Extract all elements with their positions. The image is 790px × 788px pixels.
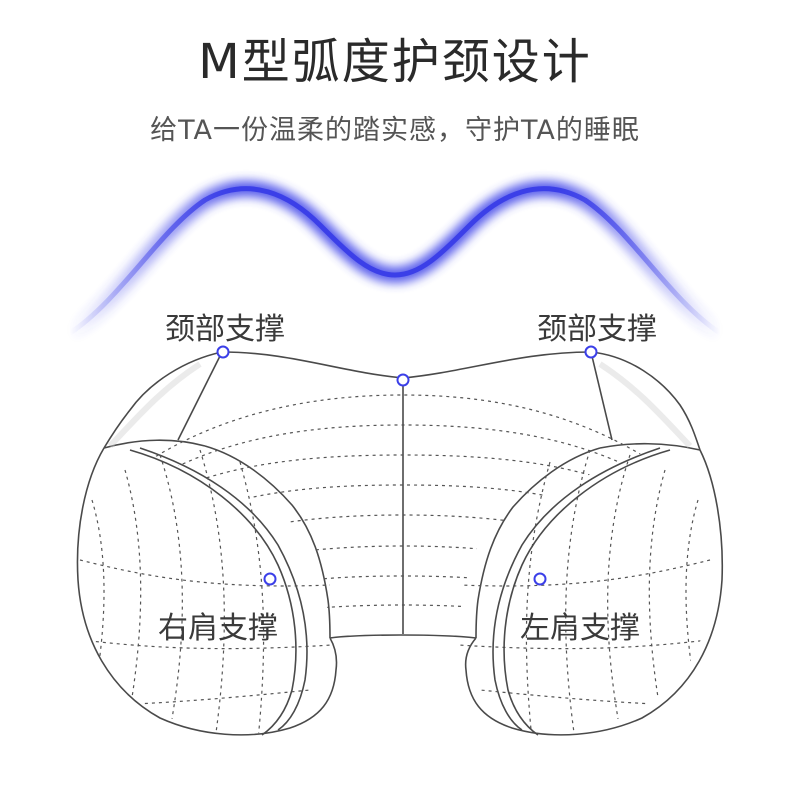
marker-shoulder-left	[533, 572, 547, 586]
page-title: M型弧度护颈设计	[198, 34, 592, 90]
marker-center	[396, 373, 410, 387]
label-neck-support-left: 颈部支撑	[165, 312, 285, 347]
left-lobe-stitching	[79, 449, 333, 734]
marker-shoulder-right	[263, 572, 277, 586]
support-markers	[216, 345, 598, 586]
right-lobe-contour	[503, 449, 671, 736]
label-right-shoulder-support: 右肩支撑	[158, 611, 278, 646]
center-stitching	[149, 394, 650, 609]
m-wave	[62, 180, 728, 341]
label-left-shoulder-support: 左肩支撑	[520, 611, 640, 646]
page-subtitle: 给TA一份温柔的踏实感，守护TA的睡眠	[150, 115, 640, 146]
pillow-outline	[76, 351, 724, 736]
left-lobe-contour	[129, 449, 297, 736]
marker-neck-right	[584, 345, 598, 359]
marker-neck-left	[216, 345, 230, 359]
label-neck-support-right: 颈部支撑	[537, 312, 657, 347]
